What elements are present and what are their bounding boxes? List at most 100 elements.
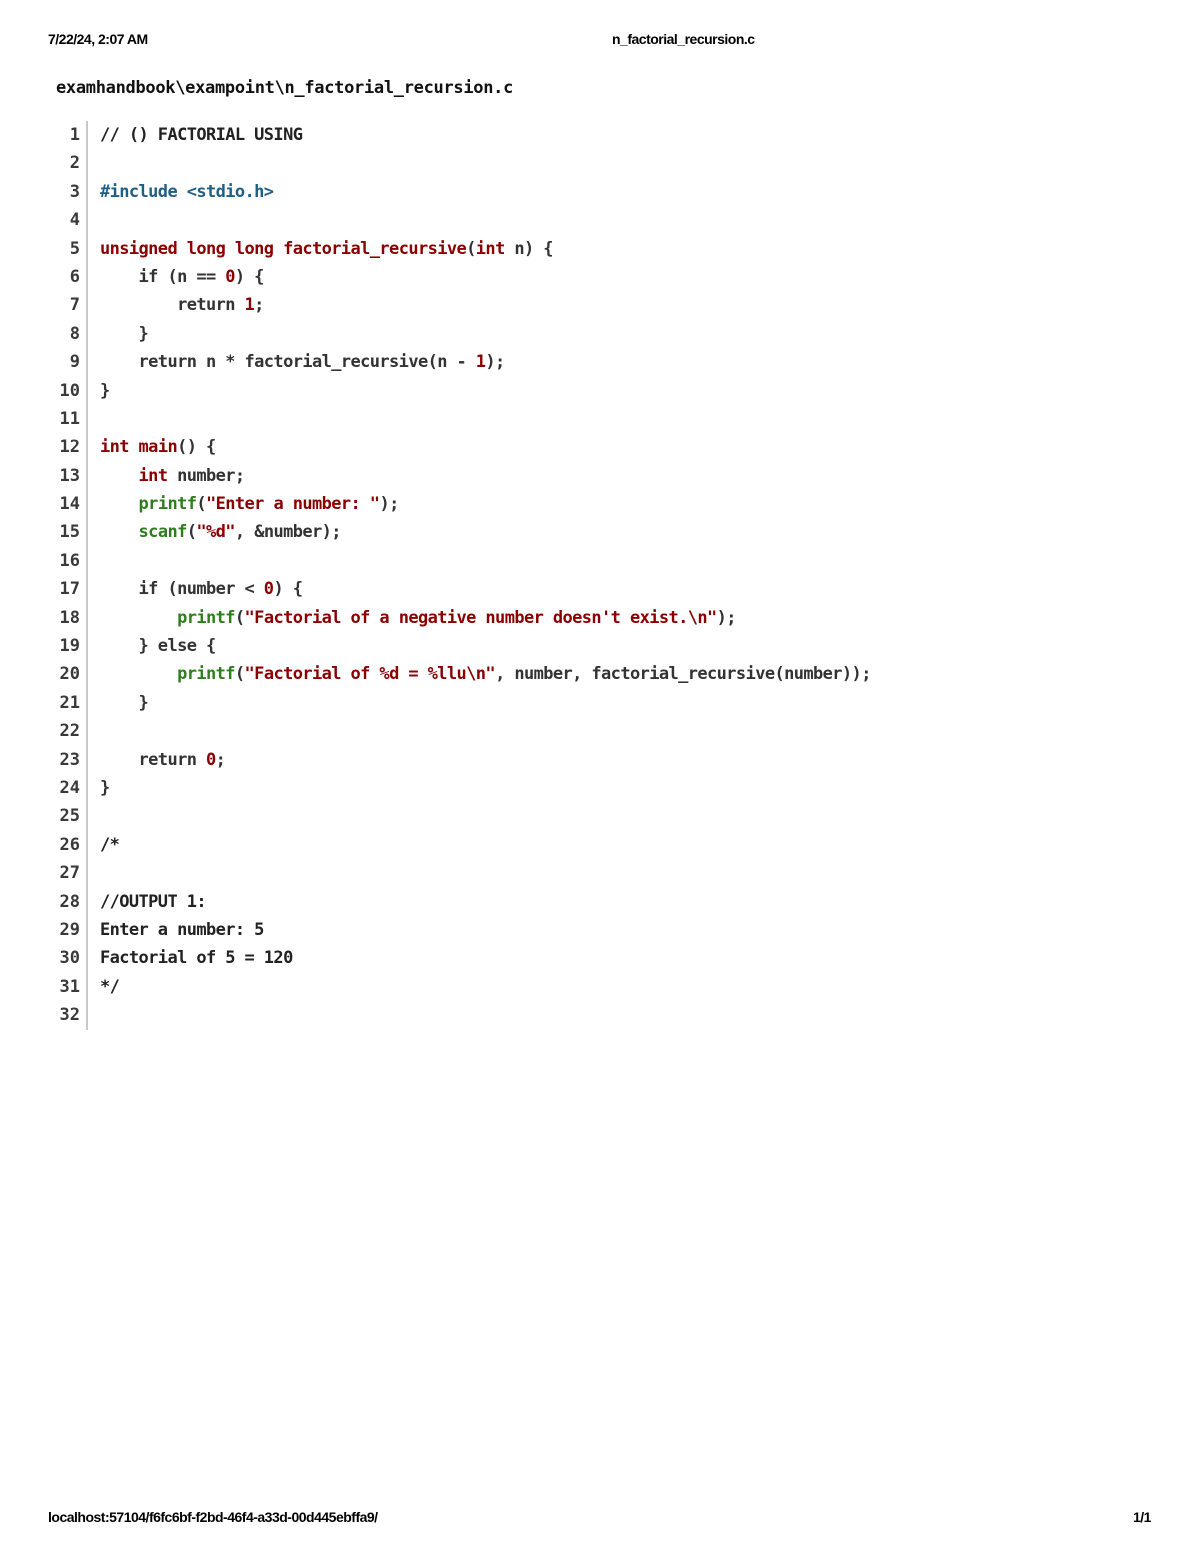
code-token: Enter a number: 5: [100, 919, 264, 940]
line-number: 25: [52, 802, 88, 831]
line-source: }: [88, 320, 149, 348]
code-token: return n * factorial_recursive(n -: [100, 352, 476, 373]
line-number: 10: [52, 376, 88, 405]
code-token: return: [100, 295, 245, 316]
line-number: 6: [52, 262, 88, 292]
code-token: printf: [138, 494, 197, 515]
line-source: if (number < 0) {: [88, 575, 303, 603]
code-token: }: [100, 323, 149, 344]
line-number: 7: [52, 291, 88, 320]
code-token: [100, 494, 139, 514]
print-datetime: 7/22/24, 2:07 AM: [48, 31, 148, 47]
code-token: int: [138, 465, 169, 486]
file-path-title: examhandbook\exampoint\n_factorial_recur…: [56, 78, 514, 98]
line-number: 17: [52, 575, 88, 604]
line-number: 8: [52, 319, 88, 349]
code-token: }: [100, 777, 110, 798]
line-number: 2: [52, 149, 88, 178]
code-line: 31 */: [52, 972, 871, 1002]
code-token: );: [485, 352, 505, 373]
code-line: 22: [52, 717, 871, 746]
line-source: [88, 717, 100, 745]
code-token: [100, 608, 177, 628]
code-token: 0: [263, 579, 274, 600]
line-number: 3: [52, 177, 88, 207]
line-source: }: [88, 689, 149, 717]
code-line: 20 printf("Factorial of %d = %llu\n", nu…: [52, 660, 871, 689]
line-number: 15: [52, 518, 88, 547]
code-token: int: [100, 437, 139, 458]
code-token: } else {: [100, 636, 217, 657]
line-number: 18: [52, 603, 88, 633]
line-source: scanf("%d", &number);: [88, 518, 342, 546]
code-token: }: [100, 692, 149, 713]
code-line: 9 return n * factorial_recursive(n - 1);: [52, 348, 871, 377]
code-token: (: [186, 522, 197, 543]
line-number: 21: [52, 688, 88, 718]
code-token: return: [100, 749, 206, 770]
line-source: // () FACTORIAL USING: [88, 121, 303, 149]
code-token: ) {: [234, 266, 265, 287]
code-token: ) {: [273, 579, 303, 600]
code-token: */: [100, 976, 120, 997]
line-number: 9: [52, 348, 88, 377]
line-source: }: [88, 774, 110, 802]
code-line: 4: [52, 206, 871, 235]
code-token: );: [716, 607, 737, 628]
code-line: 8 }: [52, 319, 871, 349]
code-line: 25: [52, 802, 871, 831]
code-token: Factorial of 5 = 120: [100, 948, 293, 969]
code-token: () {: [177, 437, 216, 458]
line-number: 31: [52, 972, 88, 1002]
line-number: 12: [52, 433, 88, 462]
line-source: return n * factorial_recursive(n - 1);: [88, 348, 506, 376]
code-line: 7 return 1;: [52, 291, 871, 320]
code-token: int: [475, 238, 506, 259]
code-token: , &number);: [234, 522, 342, 543]
code-token: (: [234, 607, 245, 628]
code-token: "%d": [196, 522, 235, 543]
line-number: 23: [52, 745, 88, 774]
line-source: Enter a number: 5: [88, 916, 264, 944]
line-source: */: [88, 973, 120, 1001]
line-source: return 1;: [88, 291, 264, 319]
code-token: scanf: [138, 522, 188, 543]
line-number: 26: [52, 830, 88, 860]
code-token: #include <stdio.h>: [100, 181, 274, 202]
code-line: 13 int number;: [52, 461, 871, 491]
line-source: int main() {: [88, 433, 216, 461]
line-source: [88, 405, 100, 433]
code-line: 24}: [52, 773, 871, 803]
line-source: [88, 859, 100, 887]
line-number: 32: [52, 1001, 88, 1030]
code-token: "Factorial of a negative number doesn't …: [244, 607, 718, 628]
code-token: if (number <: [100, 579, 264, 600]
line-number: 4: [52, 206, 88, 235]
code-token: "Enter a number: ": [206, 494, 380, 515]
code-token: (: [466, 238, 476, 259]
code-token: unsigned long long: [100, 238, 284, 259]
code-token: , number, factorial_recursive(number));: [495, 664, 871, 685]
line-source: printf("Factorial of a negative number d…: [88, 604, 736, 632]
line-number: 19: [52, 632, 88, 661]
line-number: 28: [52, 887, 88, 916]
code-token: ;: [254, 295, 264, 316]
code-line: 10}: [52, 376, 871, 405]
code-line: 32: [52, 1001, 871, 1030]
code-token: number;: [167, 465, 245, 486]
code-token: }: [100, 380, 110, 401]
line-number: 1: [52, 121, 88, 150]
code-token: );: [379, 494, 399, 515]
code-line: 28//OUTPUT 1:: [52, 887, 871, 916]
code-line: 2: [52, 149, 871, 178]
code-token: main: [138, 437, 178, 458]
line-source: if (n == 0) {: [88, 263, 265, 291]
line-source: [88, 149, 100, 177]
code-line: 26 /*: [52, 830, 871, 860]
line-number: 20: [52, 660, 88, 689]
line-source: Factorial of 5 = 120: [88, 944, 293, 972]
code-token: /*: [100, 834, 120, 855]
